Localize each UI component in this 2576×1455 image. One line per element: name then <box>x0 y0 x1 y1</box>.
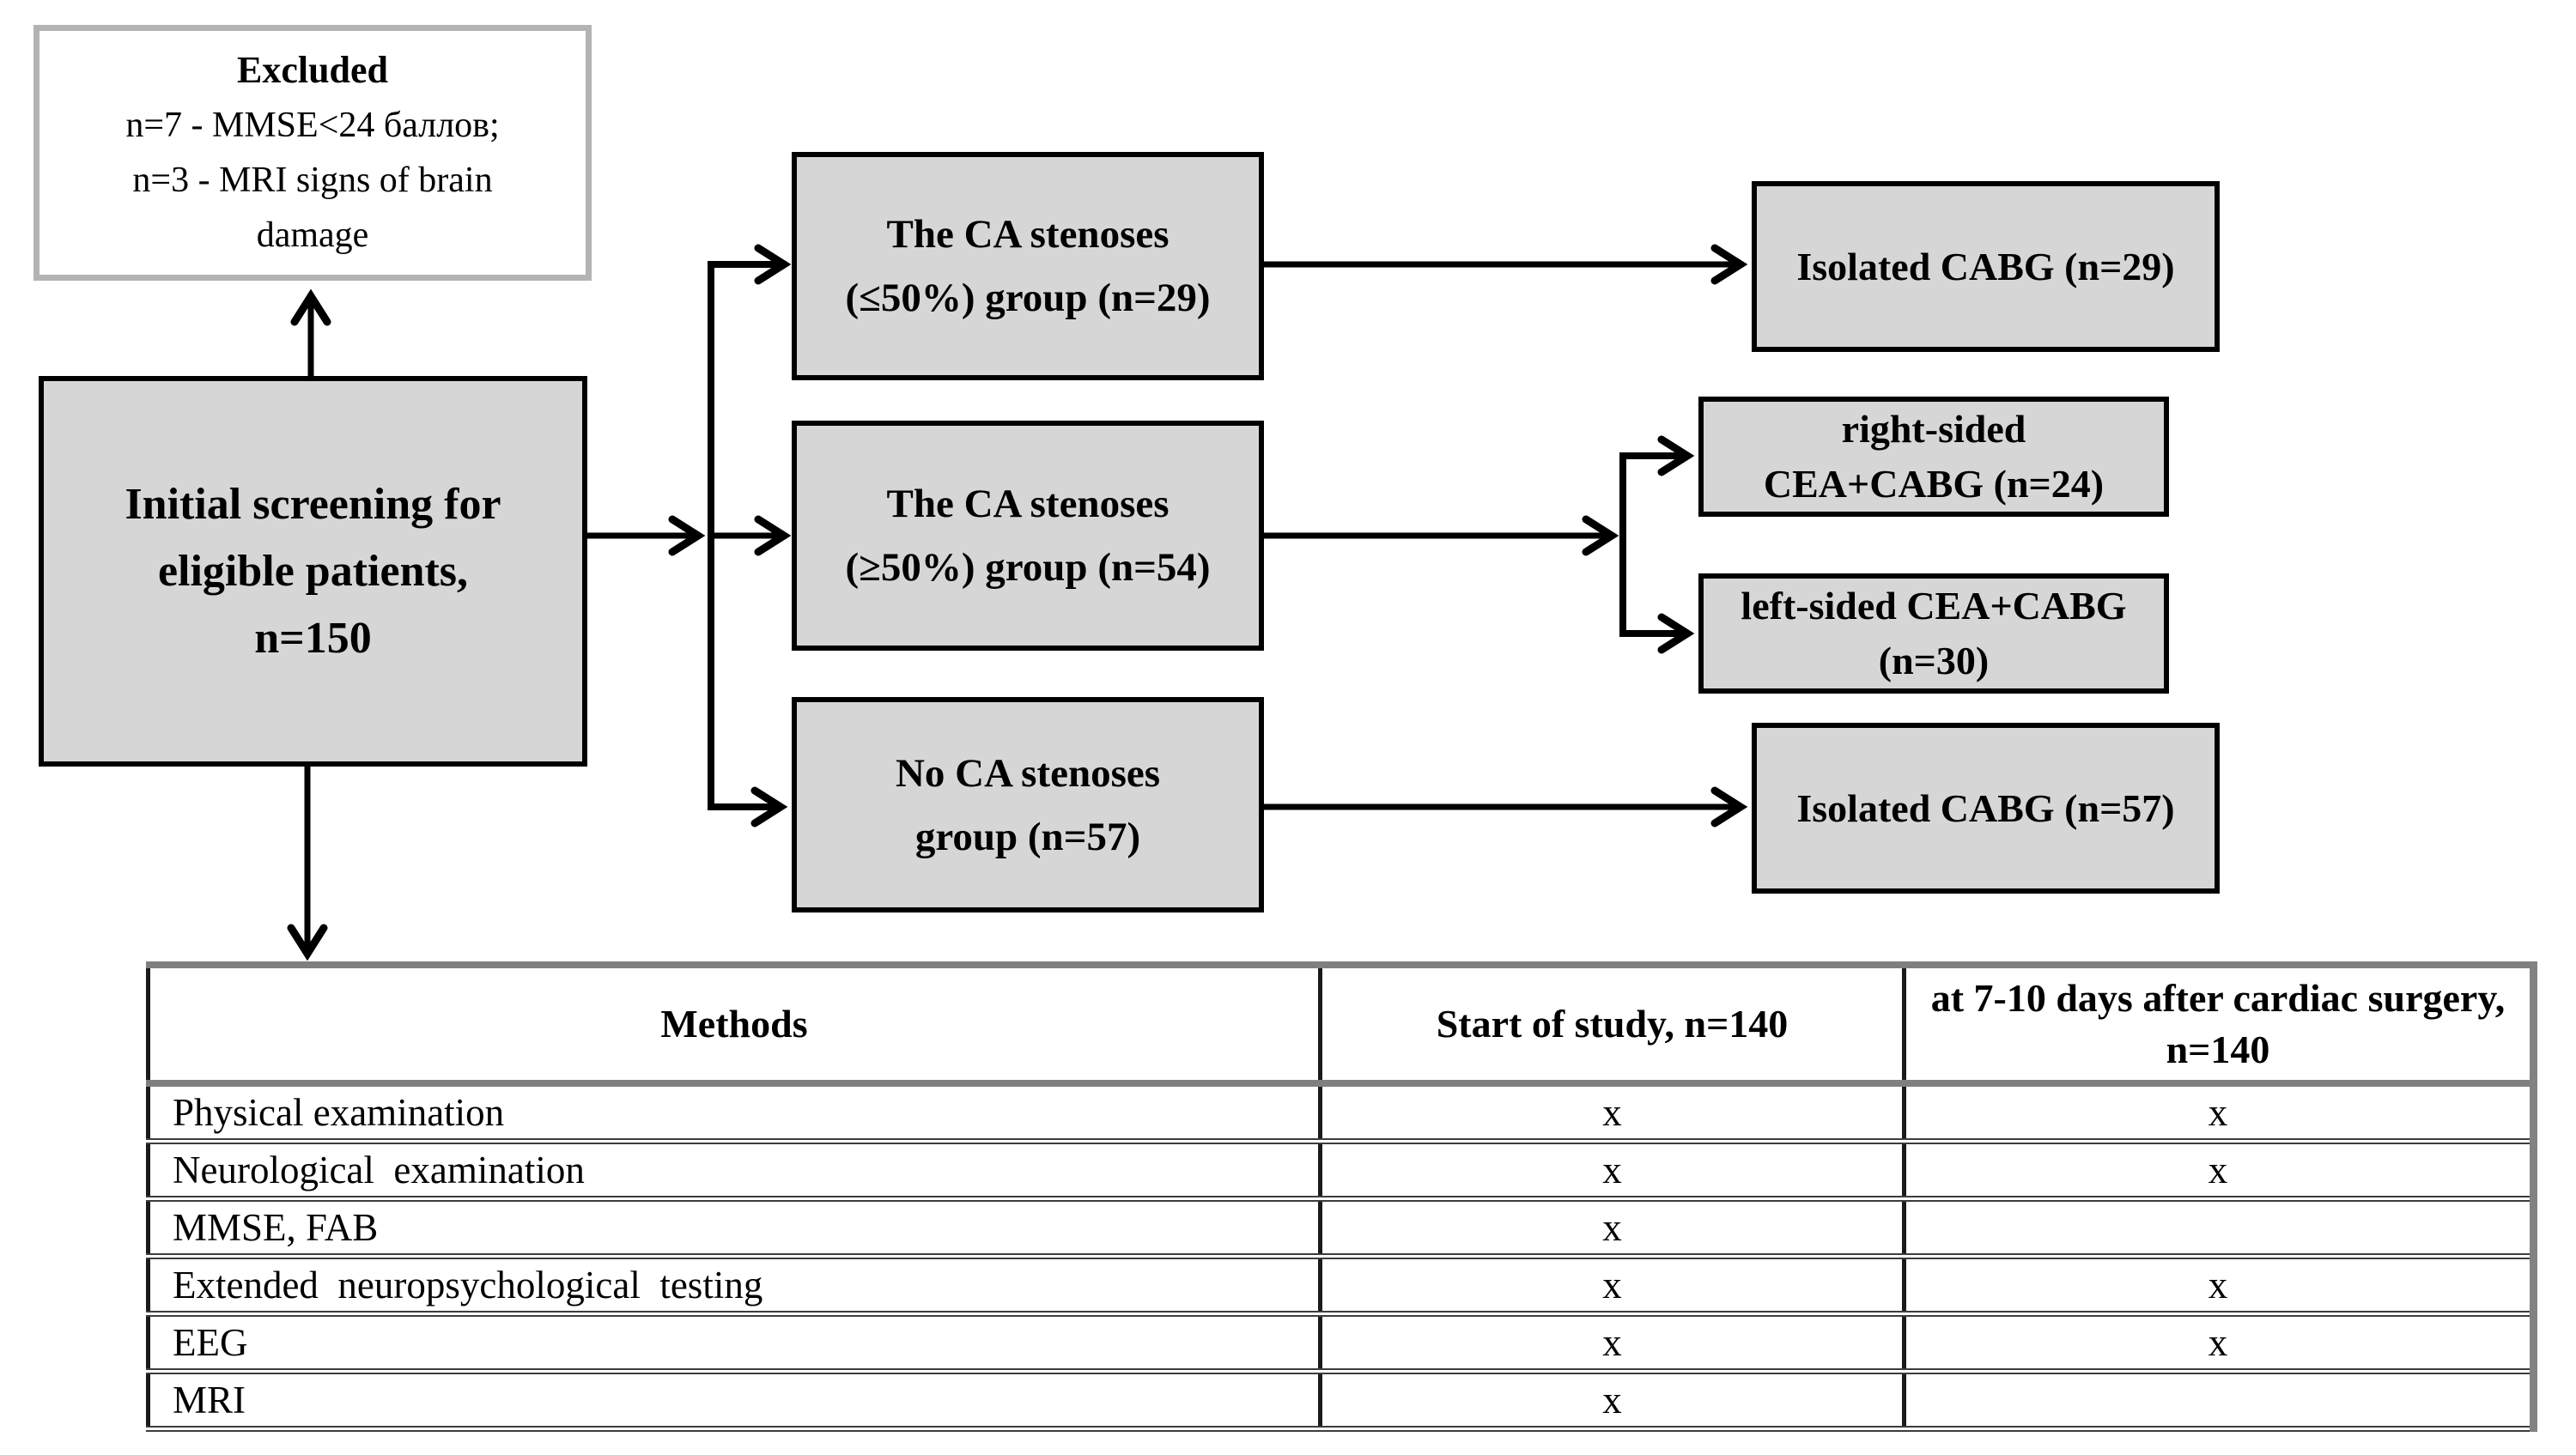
after-mark <box>1902 1195 2537 1259</box>
group-ge50-line-2: (≥50%) group (n=54) <box>845 545 1211 590</box>
header-after-surgery: at 7-10 days after cardiac surgery, n=14… <box>1902 961 2537 1087</box>
table-row: EEG x x <box>146 1310 2537 1374</box>
after-mark: x <box>1902 1310 2537 1374</box>
initial-line-1: Initial screening for <box>125 479 501 529</box>
group-none-line-2: group (n=57) <box>914 814 1141 859</box>
after-mark: x <box>1902 1137 2537 1202</box>
initial-screening-box: Initial screening for eligible patients,… <box>39 376 587 767</box>
table-row: Neurological examination x x <box>146 1137 2537 1202</box>
excluded-line-3: damage <box>256 215 369 255</box>
excluded-box: Excluded n=7 - MMSE<24 баллов; n=3 - MRI… <box>33 25 592 281</box>
group-ge50-line-1: The CA stenoses <box>886 482 1170 526</box>
start-mark: x <box>1318 1310 1906 1374</box>
isolated-cabg-29-label: Isolated CABG (n=29) <box>1796 244 2175 288</box>
excluded-title: Excluded <box>236 49 389 91</box>
table-row: Physical examination x x <box>146 1080 2537 1144</box>
table-row: MRI x <box>146 1367 2537 1432</box>
start-mark: x <box>1318 1195 1906 1259</box>
isolated-cabg-29-box: Isolated CABG (n=29) <box>1752 181 2220 352</box>
method-label: Extended neuropsychological testing <box>146 1252 1322 1317</box>
method-label: MRI <box>146 1367 1322 1432</box>
right-sided-cea-cabg-box: right-sided CEA+CABG (n=24) <box>1698 397 2169 517</box>
start-mark: x <box>1318 1080 1906 1144</box>
group-le50-line-2: (≤50%) group (n=29) <box>845 276 1211 320</box>
left-sided-cea-cabg-box: left-sided CEA+CABG (n=30) <box>1698 573 2169 694</box>
isolated-cabg-57-box: Isolated CABG (n=57) <box>1752 723 2220 894</box>
header-methods: Methods <box>146 961 1322 1087</box>
method-label: MMSE, FAB <box>146 1195 1322 1259</box>
table-row: MMSE, FAB x <box>146 1195 2537 1259</box>
excluded-line-1: n=7 - MMSE<24 баллов; <box>125 106 500 145</box>
excluded-line-2: n=3 - MRI signs of brain <box>132 161 493 200</box>
left-sided-line-2: (n=30) <box>1878 639 1990 682</box>
ca-stenoses-ge50-box: The CA stenoses (≥50%) group (n=54) <box>792 421 1264 651</box>
group-none-line-1: No CA stenoses <box>895 750 1161 796</box>
right-sided-line-1: right-sided <box>1841 407 2026 451</box>
start-mark: x <box>1318 1137 1906 1202</box>
initial-line-3: n=150 <box>254 613 372 663</box>
methods-table: Methods Start of study, n=140 at 7-10 da… <box>146 961 2537 1432</box>
left-sided-line-1: left-sided CEA+CABG <box>1741 584 2127 627</box>
initial-line-2: eligible patients, <box>157 546 469 596</box>
method-label: Physical examination <box>146 1080 1322 1144</box>
table-header-row: Methods Start of study, n=140 at 7-10 da… <box>146 961 2537 1087</box>
after-mark: x <box>1902 1080 2537 1144</box>
isolated-cabg-57-label: Isolated CABG (n=57) <box>1796 785 2175 830</box>
start-mark: x <box>1318 1367 1906 1432</box>
after-mark <box>1902 1367 2537 1432</box>
table-row: Extended neuropsychological testing x x <box>146 1252 2537 1317</box>
no-ca-stenoses-box: No CA stenoses group (n=57) <box>792 697 1264 912</box>
after-mark: x <box>1902 1252 2537 1317</box>
start-mark: x <box>1318 1252 1906 1317</box>
method-label: EEG <box>146 1310 1322 1374</box>
group-le50-line-1: The CA stenoses <box>886 212 1170 257</box>
header-start-of-study: Start of study, n=140 <box>1318 961 1906 1087</box>
method-label: Neurological examination <box>146 1137 1322 1202</box>
ca-stenoses-le50-box: The CA stenoses (≤50%) group (n=29) <box>792 152 1264 380</box>
right-sided-line-2: CEA+CABG (n=24) <box>1763 462 2105 506</box>
